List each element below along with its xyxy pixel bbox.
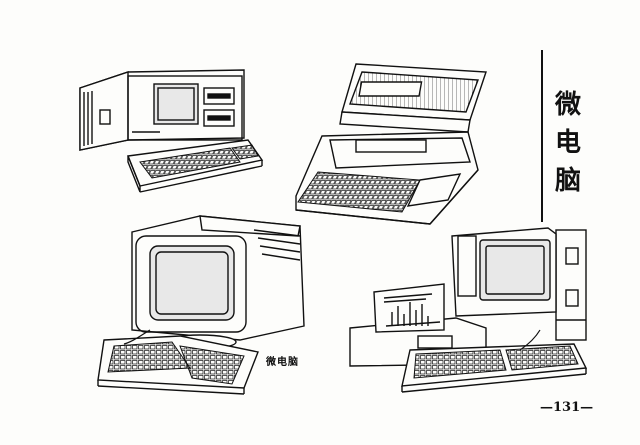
title-char: 微	[554, 90, 581, 120]
title-char: 电	[554, 128, 581, 158]
title-char: 脑	[554, 166, 581, 196]
title-rule	[541, 50, 543, 222]
figure-caption: 微电脑	[266, 357, 299, 368]
laptop-computer-illustration	[295, 63, 487, 225]
portable-computer-illustration	[79, 69, 264, 193]
page-number: —131—	[540, 400, 594, 415]
page-title: 微 电 脑	[551, 86, 585, 200]
desktop-computer-illustration	[349, 227, 588, 393]
terminal-computer-illustration	[97, 215, 305, 395]
